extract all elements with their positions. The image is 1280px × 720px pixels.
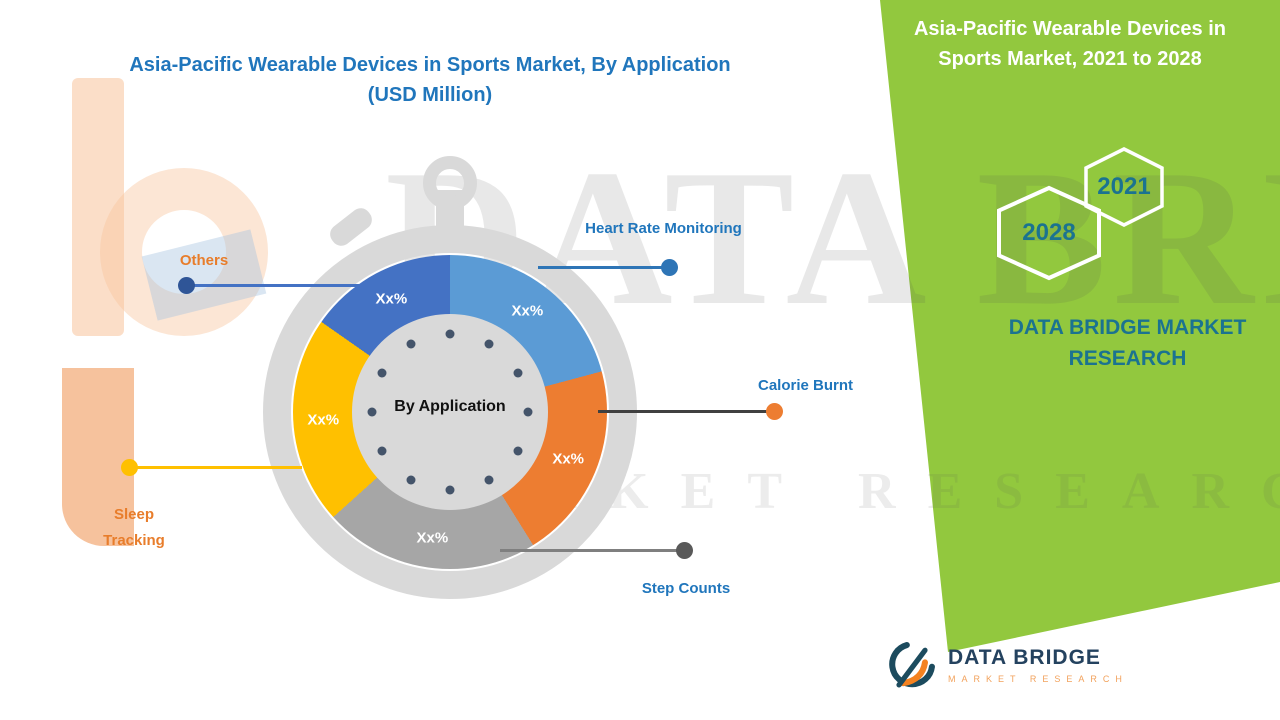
- callout-label-sleep-tracking: Sleep Tracking: [103, 506, 165, 549]
- chart-title-line2: (USD Million): [367, 84, 493, 106]
- callout-dot-heart-rate: [661, 259, 678, 276]
- stopwatch-crown-ring: [423, 156, 477, 210]
- callout-label-calorie: Calorie Burnt: [757, 377, 853, 394]
- forecast-hexagons: [997, 147, 1164, 281]
- footer-logo: DATA BRIDGE MARKET RESEARCH: [886, 636, 1128, 694]
- chart-title: Asia-Pacific Wearable Devices in Sports …: [60, 50, 800, 110]
- callout-label-heart-rate: Heart Rate Monitoring: [585, 220, 742, 237]
- callout-line-heart-rate: [538, 266, 670, 269]
- watermark-logo-left: [0, 0, 300, 720]
- hexagon-2021: [1084, 147, 1164, 227]
- callout-dot-others: [178, 277, 195, 294]
- callout-line-others: [186, 284, 378, 287]
- callout-dot-calorie: [766, 403, 783, 420]
- callout-line-step-counts: [500, 549, 685, 552]
- callout-dot-sleep-tracking: [121, 459, 138, 476]
- callout-label-step-counts: Step Counts: [641, 580, 731, 597]
- callout-dot-step-counts: [676, 542, 693, 559]
- right-panel-title: Asia-Pacific Wearable Devices in Sports …: [913, 18, 1226, 70]
- footer-logo-name: DATA BRIDGE: [948, 646, 1101, 669]
- databridge-logo-icon: [889, 642, 935, 688]
- donut-center-disc: [352, 314, 548, 510]
- callout-label-others: Others: [179, 252, 229, 269]
- chart-title-line1: Asia-Pacific Wearable Devices in Sports …: [129, 54, 731, 76]
- hexagon-2028: [997, 185, 1101, 281]
- center-label: By Application: [394, 398, 506, 415]
- watermark-logo-block: [62, 368, 134, 546]
- callout-line-sleep-tracking: [130, 466, 302, 469]
- brand-text: DATA BRIDGE MARKET RESEARCH: [1008, 316, 1247, 370]
- callout-line-calorie: [598, 410, 775, 413]
- forecast-year-2028: 2028: [1022, 219, 1076, 246]
- footer-logo-text: DATA BRIDGE MARKET RESEARCH: [948, 646, 1128, 684]
- footer-logo-tagline: MARKET RESEARCH: [948, 674, 1128, 684]
- forecast-year-2021: 2021: [1097, 173, 1151, 200]
